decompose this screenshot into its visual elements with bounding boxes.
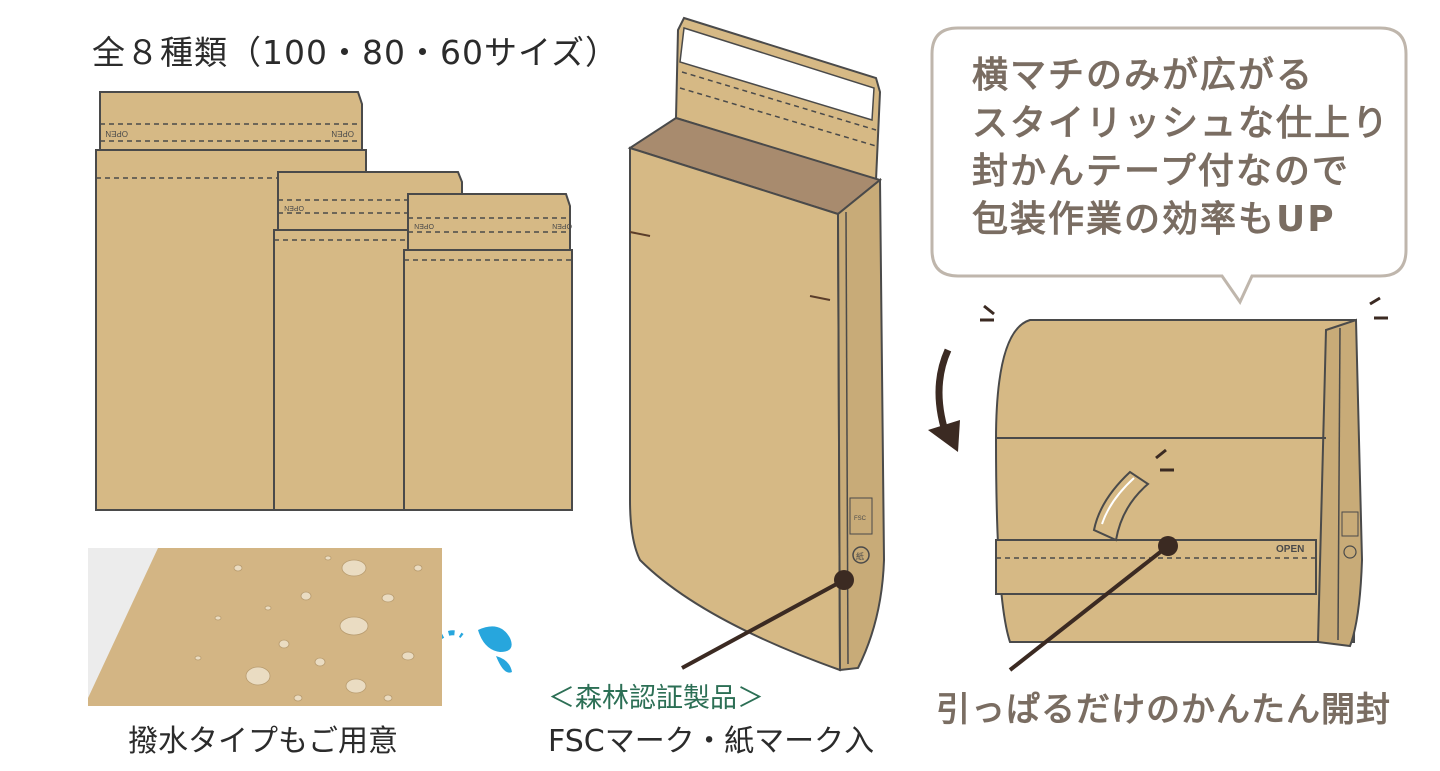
open-label-pull: OPEN xyxy=(1276,544,1304,555)
pull-caption: 引っぱるだけのかんたん開封 xyxy=(936,690,1391,730)
open-label-small-right: OPEN xyxy=(552,222,572,229)
fsc-heading: ＜森林認証製品＞ xyxy=(548,683,764,714)
variants-caption: 全８種類（100・80・60サイズ） xyxy=(92,33,619,72)
pull-leader-line xyxy=(1008,544,1170,672)
pull-leader-dot xyxy=(1158,536,1178,556)
bubble-line-3: 封かんテープ付なので xyxy=(972,151,1350,192)
bubble-text: 横マチのみが広がる スタイリッシュな仕上り 封かんテープ付なので 包装作業の効率… xyxy=(972,52,1390,244)
paper-recycle-mark-icon xyxy=(852,546,870,564)
envelope-small: OPEN OPEN xyxy=(403,193,573,511)
bubble-line-4: 包装作業の効率もUP xyxy=(972,199,1336,240)
open-label-right: OPEN xyxy=(331,129,354,138)
fsc-leader-dot xyxy=(834,570,854,590)
fsc-mark-text: FSC xyxy=(854,516,867,522)
open-label-small-left: OPEN xyxy=(414,222,434,229)
bubble-line-2: スタイリッシュな仕上り xyxy=(972,103,1391,144)
open-label-medium: OPEN xyxy=(284,204,304,211)
paper-mark-text: 紙 xyxy=(856,551,864,561)
fsc-leader-line xyxy=(681,578,845,670)
water-repellent-photo xyxy=(88,548,442,706)
water-caption: 撥水タイプもご用意 xyxy=(128,724,398,759)
tear-strip xyxy=(1092,470,1150,542)
bubble-line-1: 横マチのみが広がる xyxy=(972,55,1315,96)
fsc-caption: FSCマーク・紙マーク入 xyxy=(548,724,875,759)
fsc-mark-icon xyxy=(849,497,873,535)
opened-envelope: OPEN xyxy=(980,296,1388,648)
open-label-left: OPEN xyxy=(105,129,128,138)
gusset-bag: FSC 紙 xyxy=(627,16,886,672)
speech-bubble xyxy=(930,26,1408,306)
